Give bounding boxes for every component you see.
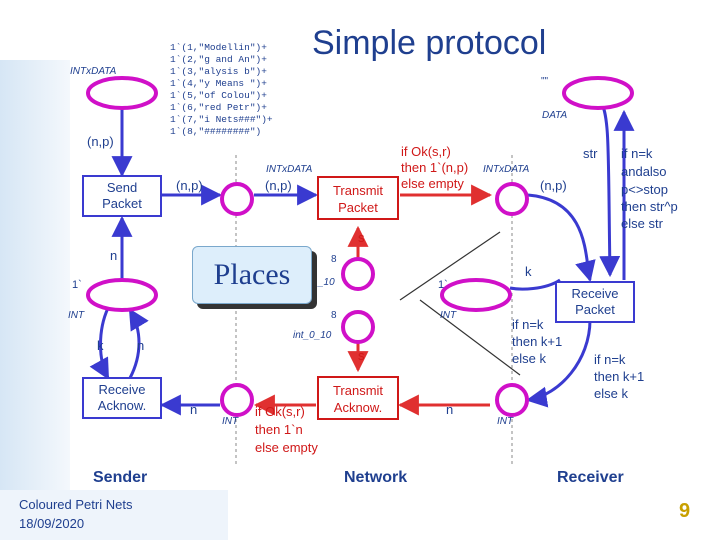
section-network: Network bbox=[344, 469, 407, 486]
arc-b-to-receive bbox=[527, 193, 596, 283]
arc-label-eight-a: 8 bbox=[331, 254, 337, 265]
transition-transmit-ack[interactable] bbox=[317, 376, 399, 420]
type-int-bl: INT bbox=[222, 416, 239, 427]
transition-send-packet[interactable] bbox=[82, 175, 162, 217]
place-next-rec[interactable] bbox=[440, 278, 512, 312]
guard-receive-str: if n=k bbox=[621, 146, 653, 161]
guard-receive-str: else str bbox=[621, 216, 664, 231]
transmit-ack-label-2: Acknow. bbox=[334, 400, 382, 415]
guard-receive-k2: if n=k bbox=[594, 352, 626, 367]
guard-receive-k2: then k+1 bbox=[594, 369, 644, 384]
arc-data-to-receive bbox=[598, 99, 621, 278]
guard-transmit-packet: if Ok(s,r) bbox=[401, 144, 451, 159]
guard-receive-str: andalso bbox=[621, 164, 667, 179]
type-intxdata-top: INTxDATA bbox=[70, 66, 117, 77]
type-data-top: DATA bbox=[542, 110, 568, 121]
receive-ack-label-1: Receive bbox=[99, 382, 146, 397]
section-receiver: Receiver bbox=[557, 469, 624, 486]
type-int-0-10-b: int_0_10 bbox=[293, 330, 332, 341]
arc-label-np-to-transmit: (n,p) bbox=[265, 178, 292, 193]
type-int-br: INT bbox=[497, 416, 514, 427]
footer-band bbox=[0, 490, 228, 540]
guard-receive-str: p<>stop bbox=[621, 182, 668, 197]
place-d[interactable] bbox=[220, 383, 254, 417]
arc-label-one-left: 1` bbox=[72, 279, 82, 291]
arc-label-empty-quote: "" bbox=[541, 76, 549, 87]
marking-line: 1`(7,"i Nets###")+ bbox=[170, 114, 273, 125]
type-int-left: INT bbox=[68, 310, 85, 321]
receive-packet-label-2: Packet bbox=[575, 302, 615, 317]
arc-k-left bbox=[89, 307, 110, 380]
arc-label-k-left: k bbox=[97, 338, 104, 353]
type-intxdata-mid: INTxDATA bbox=[483, 164, 530, 175]
place-next-send[interactable] bbox=[86, 278, 158, 312]
marking-line: 1`(3,"alysis b")+ bbox=[170, 66, 267, 77]
place-a[interactable] bbox=[220, 182, 254, 216]
arc-label-n-ack-right: n bbox=[446, 402, 453, 417]
marking-line: 1`(4,"y Means ")+ bbox=[170, 78, 267, 89]
place-c[interactable] bbox=[495, 383, 529, 417]
marking-line: 1`(2,"g and An")+ bbox=[170, 54, 267, 65]
arc-label-np-left: (n,p) bbox=[87, 134, 114, 149]
guard-receive-str: then str^p bbox=[621, 199, 678, 214]
guard-transmit-packet: then 1`(n,p) bbox=[401, 160, 468, 175]
type-int-0-10-a: _10 bbox=[317, 277, 335, 288]
arc-label-n-ack-bottom: n bbox=[190, 402, 197, 417]
place-success-2[interactable] bbox=[341, 310, 375, 344]
place-success-1[interactable] bbox=[341, 257, 375, 291]
transition-receive-ack[interactable] bbox=[82, 377, 162, 419]
footer-date: 18/09/2020 bbox=[19, 516, 85, 531]
place-packets-to-send[interactable] bbox=[86, 76, 158, 110]
footer-line-1: Coloured Petri Nets bbox=[19, 497, 133, 512]
transmit-packet-label-1: Transmit bbox=[333, 183, 383, 198]
marking-line: 1`(6,"red Petr")+ bbox=[170, 102, 267, 113]
marking-line: 1`(8,"########") bbox=[170, 126, 261, 137]
arc-label-np-send-out: (n,p) bbox=[176, 178, 203, 193]
guard-receive-k: else k bbox=[512, 351, 546, 366]
transition-receive-packet[interactable] bbox=[555, 281, 635, 323]
cross-line-b bbox=[419, 299, 521, 376]
receive-ack-label-2: Acknow. bbox=[98, 398, 146, 413]
send-packet-label-1: Send bbox=[107, 180, 137, 195]
section-sender: Sender bbox=[93, 469, 147, 486]
guard-transmit-packet: else empty bbox=[401, 176, 464, 191]
guard-receive-k: then k+1 bbox=[512, 334, 562, 349]
type-intxdata-a: INTxDATA bbox=[266, 164, 313, 175]
transmit-ack-label-1: Transmit bbox=[333, 383, 383, 398]
arc-n-left bbox=[128, 308, 149, 379]
arc-label-n-left: n bbox=[110, 248, 117, 263]
send-packet-label-2: Packet bbox=[102, 196, 142, 211]
transmit-packet-label-2: Packet bbox=[338, 200, 378, 215]
arc-label-np-right: (n,p) bbox=[540, 178, 567, 193]
arc-label-str: str bbox=[583, 146, 598, 161]
arc-label-s-top: s bbox=[358, 230, 365, 245]
cross-line-a bbox=[399, 231, 501, 301]
arc-label-eight-b: 8 bbox=[331, 310, 337, 321]
places-callout: Places bbox=[192, 246, 312, 304]
arc-label-s-bottom: s bbox=[358, 348, 365, 363]
arc-receive-to-int bbox=[509, 278, 561, 291]
arc-label-one-right: 1` bbox=[438, 279, 448, 291]
guard-receive-k2: else k bbox=[594, 386, 628, 401]
guard-transmit-ack: then 1`n bbox=[255, 422, 303, 437]
arc-receive-to-f bbox=[525, 319, 592, 408]
guard-receive-k: if n=k bbox=[512, 317, 544, 332]
type-int-right: INT bbox=[440, 310, 457, 321]
slide-title: Simple protocol bbox=[312, 24, 547, 62]
arc-label-k-right: k bbox=[525, 264, 532, 279]
place-b[interactable] bbox=[495, 182, 529, 216]
guard-transmit-ack: if Ok(s,r) bbox=[255, 404, 305, 419]
arc-label-n-left2: n bbox=[137, 338, 144, 353]
page-number: 9 bbox=[679, 500, 691, 522]
place-received-data[interactable] bbox=[562, 76, 634, 110]
marking-line: 1`(5,"of Colou")+ bbox=[170, 90, 267, 101]
left-gradient-band bbox=[0, 60, 70, 540]
receive-packet-label-1: Receive bbox=[572, 286, 619, 301]
marking-line: 1`(1,"Modellin")+ bbox=[170, 42, 267, 53]
guard-transmit-ack: else empty bbox=[255, 440, 318, 455]
transition-transmit-packet[interactable] bbox=[317, 176, 399, 220]
